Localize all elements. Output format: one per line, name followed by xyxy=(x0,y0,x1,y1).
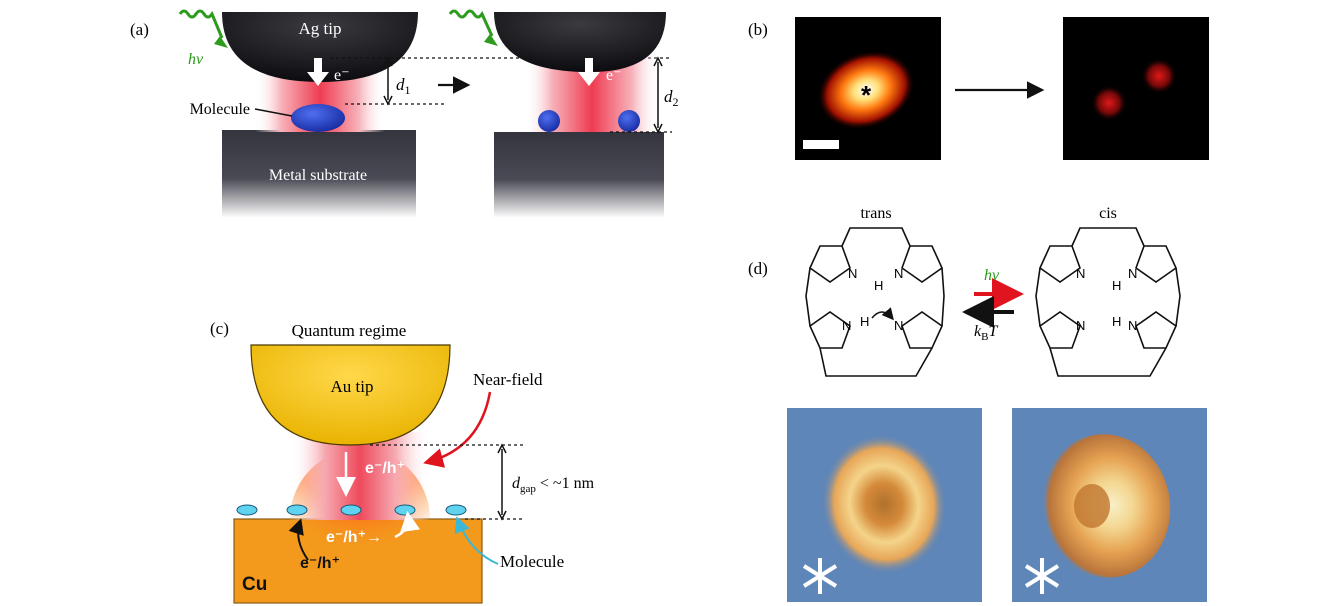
emission-dot-1 xyxy=(1091,85,1127,121)
trans-label: trans xyxy=(860,205,891,222)
trans-n-top-right: N xyxy=(894,266,903,281)
au-tip xyxy=(250,344,451,446)
cis-n-top-right: N xyxy=(1128,266,1137,281)
cis-n-top-left: N xyxy=(1076,266,1085,281)
wavy-photon-arrow-icon xyxy=(178,9,224,39)
trans-n-top-left: N xyxy=(848,266,857,281)
thermal-label: kBT xyxy=(974,323,998,343)
metal-substrate-right xyxy=(494,132,664,218)
asterisk-icon-stm-trans xyxy=(802,558,838,594)
trans-h-bottom: H xyxy=(860,314,869,329)
cyan-molecule xyxy=(236,504,258,516)
carrier-label-top: e⁻/h⁺ xyxy=(365,460,405,477)
electron-arrow-left xyxy=(307,58,329,86)
emission-image-after xyxy=(1063,17,1209,160)
scale-bar-icon xyxy=(803,140,839,149)
stm-cis-dark-center xyxy=(1074,484,1110,528)
curved-arrow-icon xyxy=(288,518,309,561)
d1-sub: 1 xyxy=(405,83,411,97)
panel-b: (b) * xyxy=(748,17,1209,160)
d2-label: d2 xyxy=(664,87,679,109)
molecule-intact xyxy=(291,104,345,132)
carrier-label-bottom: e⁻/h⁺ xyxy=(300,555,340,572)
molecule-pointer-arrow xyxy=(454,516,499,565)
d1-arrowheads xyxy=(383,56,393,106)
cyan-molecule xyxy=(445,504,467,516)
trans-porphycene-structure xyxy=(805,227,945,377)
photon-arrowhead-right xyxy=(484,34,498,46)
hotspot-glow xyxy=(817,50,915,130)
substrate-label: Metal substrate xyxy=(269,167,367,184)
ag-tip-right xyxy=(494,12,666,72)
electron-arrow-right xyxy=(578,58,600,86)
molecule-label-c: Molecule xyxy=(500,552,564,571)
panel-b-label: (b) xyxy=(748,20,768,39)
molecule-label-a: Molecule xyxy=(190,101,250,118)
metal-substrate-left xyxy=(222,130,416,218)
carrier-label-middle: e⁻/h⁺→ xyxy=(326,529,382,546)
gap-label: dgap < ~1 nm xyxy=(512,475,595,495)
stm-molecule-trans xyxy=(821,434,947,574)
trans-n-bottom-left: N xyxy=(842,318,851,333)
asterisk-icon: * xyxy=(861,80,872,110)
asterisk-icon-stm-cis xyxy=(1024,558,1060,594)
panel-c: (c) Quantum regime Au tip Near-field e⁻/… xyxy=(210,319,595,604)
quantum-regime-title: Quantum regime xyxy=(292,321,407,340)
near-field-arrow xyxy=(423,391,492,468)
d2-main: d xyxy=(664,87,673,106)
cis-n-bottom-left: N xyxy=(1076,318,1085,333)
electron-label-right: e⁻ xyxy=(606,67,622,84)
wavy-photon-arrow-icon-right xyxy=(448,9,494,37)
thermal-sub: B xyxy=(981,331,988,343)
near-field-label: Near-field xyxy=(473,370,543,389)
cis-n-bottom-right: N xyxy=(1128,318,1137,333)
d2-arrowheads xyxy=(653,56,663,134)
d1-main: d xyxy=(396,75,405,94)
molecule-fragment-1 xyxy=(538,110,560,132)
gap-main: d xyxy=(512,475,521,492)
panel-a-label: (a) xyxy=(130,20,149,39)
panel-a: (a) Ag tip Molecule Metal substrate e⁻ h… xyxy=(130,9,679,218)
thermal-main: k xyxy=(974,323,982,340)
cis-porphycene-structure xyxy=(1035,227,1181,377)
gap-arrowheads xyxy=(497,443,507,521)
photon-arrowhead-left xyxy=(214,36,228,48)
panel-c-label: (c) xyxy=(210,319,229,338)
cyan-molecule xyxy=(340,504,362,516)
trans-n-bottom-right: N xyxy=(894,318,903,333)
d2-sub: 2 xyxy=(673,95,679,109)
au-tip-label: Au tip xyxy=(331,377,374,396)
cis-h-top: H xyxy=(1112,278,1121,293)
panel-d-label: (d) xyxy=(748,259,768,278)
emission-dot-2 xyxy=(1141,58,1177,94)
photon-label-d: hv xyxy=(984,267,1000,284)
thermal-tail: T xyxy=(988,323,998,340)
d1-label: d1 xyxy=(396,75,411,97)
gap-tail: < ~1 nm xyxy=(536,475,595,492)
gap-sub: gap xyxy=(520,483,536,495)
cyan-molecule xyxy=(286,504,308,516)
carrier-up-arrow xyxy=(394,511,421,539)
cis-h-bottom: H xyxy=(1112,314,1121,329)
electron-label-left: e⁻ xyxy=(334,67,350,84)
trans-h-top: H xyxy=(874,278,883,293)
photon-label-left: hv xyxy=(188,51,204,68)
cyan-molecule xyxy=(394,504,416,516)
proton-transfer-arrow-icon xyxy=(871,307,894,321)
molecule-row xyxy=(236,504,467,516)
molecule-fragment-2 xyxy=(618,110,640,132)
cis-label: cis xyxy=(1099,205,1117,222)
cu-label: Cu xyxy=(242,574,267,595)
ag-tip-left xyxy=(222,12,418,82)
ag-tip-label-left: Ag tip xyxy=(299,19,342,38)
molecule-pointer-line xyxy=(254,108,293,117)
panel-d: (d) trans cis N N H N H N hv kBT xyxy=(748,205,1207,602)
